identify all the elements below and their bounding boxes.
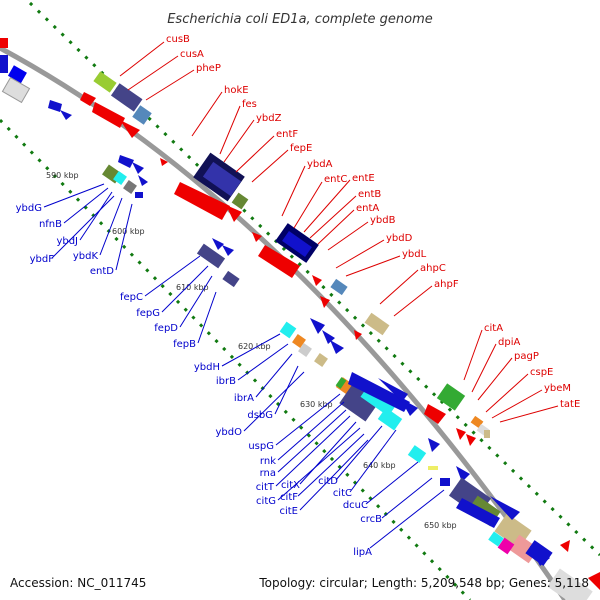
gene-label: ybdD bbox=[386, 233, 413, 244]
gene-label: fepB bbox=[173, 339, 196, 350]
gene-label: cspE bbox=[530, 367, 553, 378]
gene-label: dpiA bbox=[498, 337, 520, 348]
outer-gene-labels: cusB cusA pheP hokE fes ybdZ entF fepE y… bbox=[166, 34, 580, 410]
gene-label: fepC bbox=[120, 292, 143, 303]
scale-label: 610 kbp bbox=[176, 283, 209, 292]
gene-label: pheP bbox=[196, 63, 221, 74]
gene-label: dcuC bbox=[343, 500, 368, 511]
gene-label: ybdK bbox=[73, 251, 99, 262]
gene-label: dsbG bbox=[247, 410, 273, 421]
gene-label: ybdO bbox=[216, 427, 243, 438]
scale-label: 600 kbp bbox=[112, 227, 145, 236]
gene-label: entB bbox=[358, 189, 381, 200]
outer-label-lines bbox=[119, 41, 559, 423]
gene-label: citF bbox=[280, 492, 298, 503]
gene-label: ybdJ bbox=[56, 236, 78, 247]
gene-label: ybdH bbox=[194, 362, 220, 373]
gene-label: hokE bbox=[224, 85, 249, 96]
gene-label: fes bbox=[242, 99, 257, 110]
gene-label: ybdF bbox=[30, 254, 55, 265]
gene-blocks bbox=[0, 38, 600, 600]
gene-label: ybeM bbox=[544, 383, 571, 394]
gene-label: citT bbox=[256, 482, 275, 493]
topology-text: Topology: circular; Length: 5,209,548 bp… bbox=[258, 576, 589, 590]
gene-label: cusA bbox=[180, 49, 204, 60]
gene-label: ibrA bbox=[234, 393, 254, 404]
gene-label: ybdL bbox=[402, 249, 427, 260]
scale-label: 590 kbp bbox=[46, 171, 79, 180]
gene-label: citA bbox=[484, 323, 503, 334]
gene-label: fepE bbox=[290, 143, 312, 154]
gene-label: ybdZ bbox=[256, 113, 282, 124]
gene-label: citG bbox=[256, 496, 276, 507]
gene-label: ybdA bbox=[307, 159, 333, 170]
gene-label: rna bbox=[260, 468, 276, 479]
gene-label: uspG bbox=[248, 441, 274, 452]
gene-label: entA bbox=[356, 203, 379, 214]
gene-label: entF bbox=[276, 129, 298, 140]
gene-label: entD bbox=[90, 266, 114, 277]
inner-gene-labels: ybdG nfnB ybdJ ybdK ybdF entD fepC fepG … bbox=[16, 203, 383, 558]
scale-label: 640 kbp bbox=[363, 461, 396, 470]
gene-label: lipA bbox=[353, 547, 372, 558]
gene-label: entC bbox=[324, 174, 347, 185]
gene-label: tatE bbox=[560, 399, 580, 410]
gene-label: citC bbox=[333, 488, 352, 499]
gene-label: pagP bbox=[514, 351, 539, 362]
gene-label: citX bbox=[281, 480, 300, 491]
gene-label: entE bbox=[352, 173, 375, 184]
map-title: Escherichia coli ED1a, complete genome bbox=[167, 12, 433, 27]
gene-label: fepD bbox=[154, 323, 178, 334]
gene-label: citE bbox=[279, 506, 298, 517]
gene-label: ahpF bbox=[434, 279, 459, 290]
scale-label: 630 kbp bbox=[300, 400, 333, 409]
gene-label: ybdG bbox=[16, 203, 42, 214]
gene-label: nfnB bbox=[39, 219, 62, 230]
gene-label: crcB bbox=[360, 514, 382, 525]
gene-label: citD bbox=[318, 476, 338, 487]
scale-label: 620 kbp bbox=[238, 342, 271, 351]
gene-label: rnk bbox=[260, 456, 276, 467]
gene-label: ybdB bbox=[370, 215, 396, 226]
gene-label: ibrB bbox=[216, 376, 236, 387]
gene-label: ahpC bbox=[420, 263, 446, 274]
accession-text: Accession: NC_011745 bbox=[10, 576, 146, 590]
inner-label-lines bbox=[43, 183, 445, 549]
gene-label: fepG bbox=[136, 308, 160, 319]
scale-label: 650 kbp bbox=[424, 521, 457, 530]
inner-tick-track bbox=[0, 118, 472, 600]
gene-label: cusB bbox=[166, 34, 190, 45]
